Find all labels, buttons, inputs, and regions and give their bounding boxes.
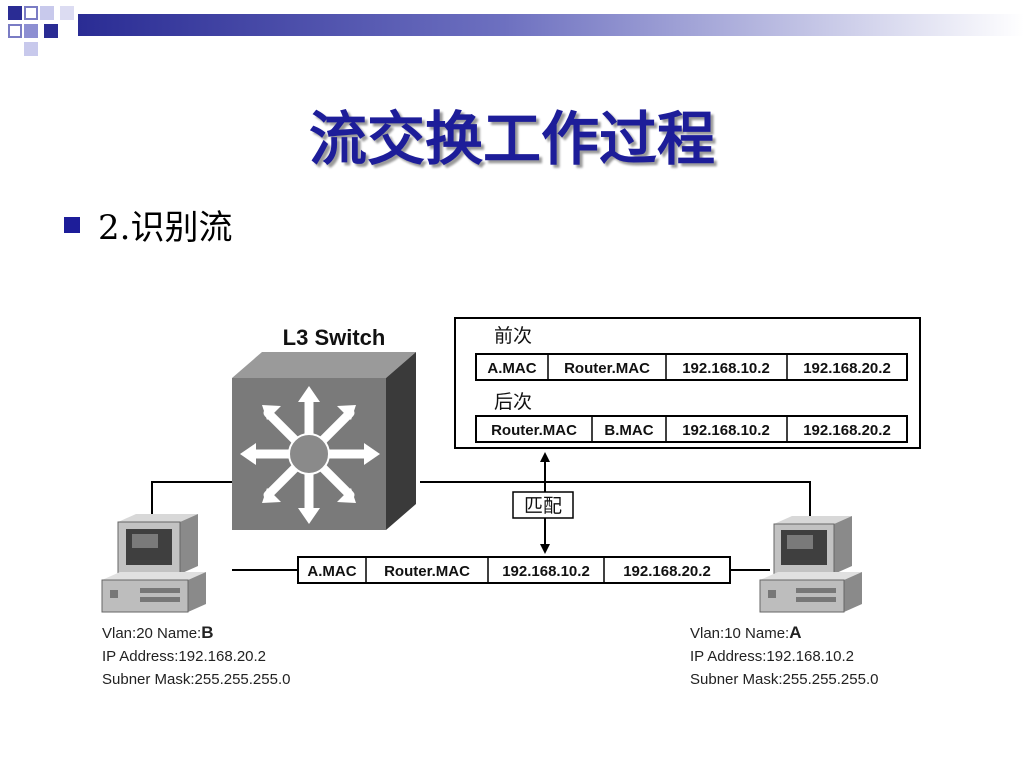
host-a-mask: Subner Mask:255.255.255.0 [690, 671, 878, 688]
corner-square-8 [24, 42, 38, 56]
before-cell: 192.168.10.2 [682, 360, 770, 377]
corner-square-2 [24, 6, 38, 20]
corner-square-5 [8, 24, 22, 38]
after-cell: Router.MAC [491, 422, 577, 439]
host-b-vlan-name: Vlan:20 Name:B [102, 623, 214, 642]
host-b-vlan-label: Vlan:20 Name: [102, 625, 201, 642]
match-label: 匹配 [524, 495, 562, 517]
header-gradient-bar [78, 14, 1024, 36]
corner-square-1 [8, 6, 22, 20]
corner-square-6 [24, 24, 38, 38]
frame-row: A.MAC Router.MAC 192.168.10.2 192.168.20… [297, 556, 731, 584]
frame-cell: A.MAC [307, 563, 356, 580]
corner-square-4 [60, 6, 74, 20]
host-b-ip: IP Address:192.168.20.2 [102, 648, 266, 665]
corner-square-7 [44, 24, 58, 38]
host-a-name: A [789, 623, 801, 642]
host-a-ip: IP Address:192.168.10.2 [690, 648, 854, 665]
after-label: 后次 [494, 391, 532, 413]
link-host-a [420, 481, 811, 518]
corner-square-3 [40, 6, 54, 20]
before-cell: 192.168.20.2 [803, 360, 891, 377]
after-row: Router.MAC B.MAC 192.168.10.2 192.168.20… [475, 415, 908, 443]
host-a-vlan-label: Vlan:10 Name: [690, 625, 789, 642]
frame-cell: 192.168.10.2 [502, 563, 590, 580]
l3-switch-icon [232, 352, 416, 530]
after-cell: 192.168.10.2 [682, 422, 770, 439]
after-cell: 192.168.20.2 [803, 422, 891, 439]
before-row: A.MAC Router.MAC 192.168.10.2 192.168.20… [475, 353, 908, 381]
computer-icon-host-a [759, 516, 862, 613]
match-arrow-icon [540, 452, 550, 554]
host-b-name: B [201, 623, 213, 642]
link-host-b [151, 481, 232, 518]
before-cell: Router.MAC [564, 360, 650, 377]
bullet-text: 2.识别流 [98, 208, 233, 248]
host-b-mask: Subner Mask:255.255.255.0 [102, 671, 290, 688]
square-bullet-icon [64, 216, 80, 233]
frame-cell: Router.MAC [384, 563, 470, 580]
before-cell: A.MAC [487, 360, 536, 377]
page-title: 流交换工作过程 [308, 105, 715, 173]
match-box [512, 491, 574, 519]
before-label: 前次 [494, 325, 532, 347]
computer-icon-host-b [101, 514, 206, 613]
frame-cell: 192.168.20.2 [623, 563, 711, 580]
after-cell: B.MAC [604, 422, 653, 439]
switch-label: L3 Switch [283, 325, 386, 350]
host-a-vlan-name: Vlan:10 Name:A [690, 623, 802, 642]
bullet-item: 2.识别流 [64, 200, 232, 249]
